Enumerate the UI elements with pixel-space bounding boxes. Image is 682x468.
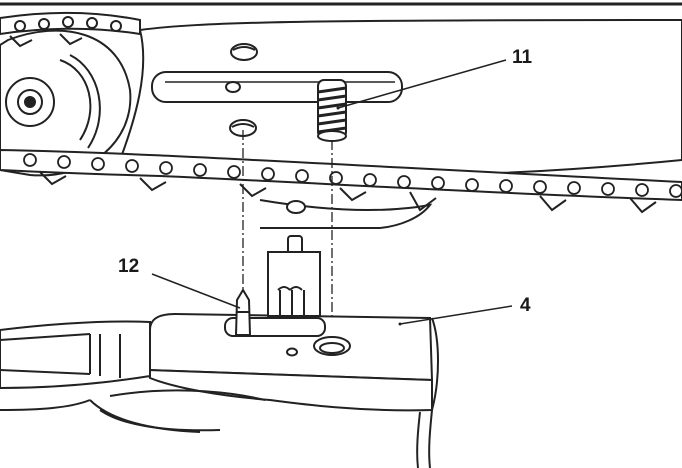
callout-4: 4: [520, 295, 531, 316]
bar-lower-hole: [286, 200, 306, 214]
chain-tensioner-housing: [267, 235, 321, 317]
saw-chain-lower: [0, 148, 682, 214]
saw-chain-upper: [0, 12, 141, 48]
callout-12: 12: [118, 256, 140, 277]
leader-end-11: [336, 106, 340, 110]
leader-end-4: [398, 322, 402, 326]
bar-pin-hole: [229, 119, 257, 137]
bar-oil-hole: [230, 43, 258, 61]
leader-lines: [151, 59, 513, 325]
chain-adjuster-pin: [234, 288, 252, 336]
drive-sprocket: [0, 29, 132, 177]
alignment-lines: [242, 130, 333, 340]
saw-handle: [0, 320, 266, 433]
callout-11: 11: [512, 47, 533, 68]
bar-slot-hole: [225, 81, 241, 93]
bar-stud: [317, 79, 347, 142]
